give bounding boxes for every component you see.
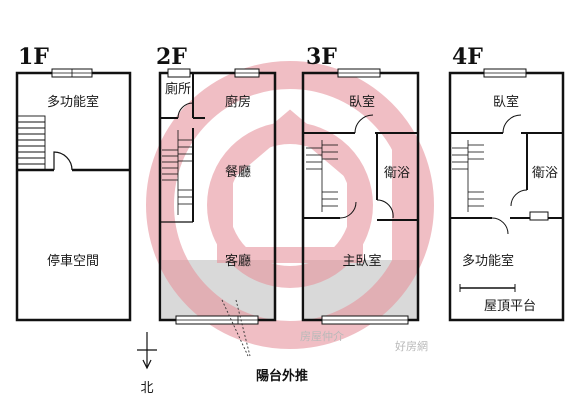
stair-1f: [16, 115, 46, 171]
floor-1f-outline: [15, 71, 132, 322]
floor-label-4f: 4F: [452, 44, 483, 70]
floor-1f: 1F 多功能室 停車空間: [15, 44, 132, 322]
floor-label-3f: 3F: [306, 44, 337, 70]
room-2f-kitchen: 廚房: [225, 94, 251, 110]
watermark-logo: [146, 61, 434, 349]
balcony-note-text: 陽台外推: [256, 368, 308, 384]
room-1f-parking: 停車空間: [47, 253, 99, 269]
door-2f-wc: [177, 102, 194, 119]
balcony-note: 陽台外推: [221, 299, 308, 384]
room-4f-roof-terrace: 屋頂平台: [484, 299, 536, 314]
room-4f-bedroom: 臥室: [493, 94, 519, 110]
floor-label-1f: 1F: [18, 44, 49, 70]
door-1f: [53, 151, 73, 171]
stair-4f: [452, 140, 484, 212]
watermark-text-1: 房屋仲介: [300, 329, 344, 343]
north-label: 北: [140, 381, 153, 396]
floor-3f: 3F 臥室 衛浴 主臥室: [301, 44, 420, 325]
room-2f-wc: 廁所: [165, 81, 191, 97]
floor-4f: 4F 臥室 衛浴 多功能室 屋頂平台: [448, 44, 565, 322]
room-2f-living: 客廳: [225, 253, 251, 269]
window-1f: [51, 68, 93, 78]
room-2f-dining: 餐廳: [225, 164, 251, 180]
room-4f-multipurpose: 多功能室: [462, 253, 514, 269]
room-3f-bedroom: 臥室: [349, 94, 375, 110]
floor-label-2f: 2F: [156, 44, 187, 70]
window-2f-bottom: [175, 315, 259, 325]
floor-2f: 2F 廁所 廚房 餐廳 客廳: [156, 44, 277, 325]
stair-3f: [306, 140, 338, 212]
window-3f: [321, 68, 409, 325]
room-3f-master: 主臥室: [342, 253, 381, 269]
watermark-text-2: 好房網: [395, 339, 428, 353]
room-1f-multipurpose: 多功能室: [47, 94, 99, 110]
window-4f: [483, 68, 549, 221]
room-4f-bath: 衛浴: [532, 166, 558, 181]
floor-4f-outline: [448, 71, 565, 322]
stair-2f: [162, 130, 192, 215]
north-compass: 北: [137, 332, 157, 396]
room-3f-bath: 衛浴: [384, 166, 410, 181]
window-2f-top: [167, 68, 260, 78]
